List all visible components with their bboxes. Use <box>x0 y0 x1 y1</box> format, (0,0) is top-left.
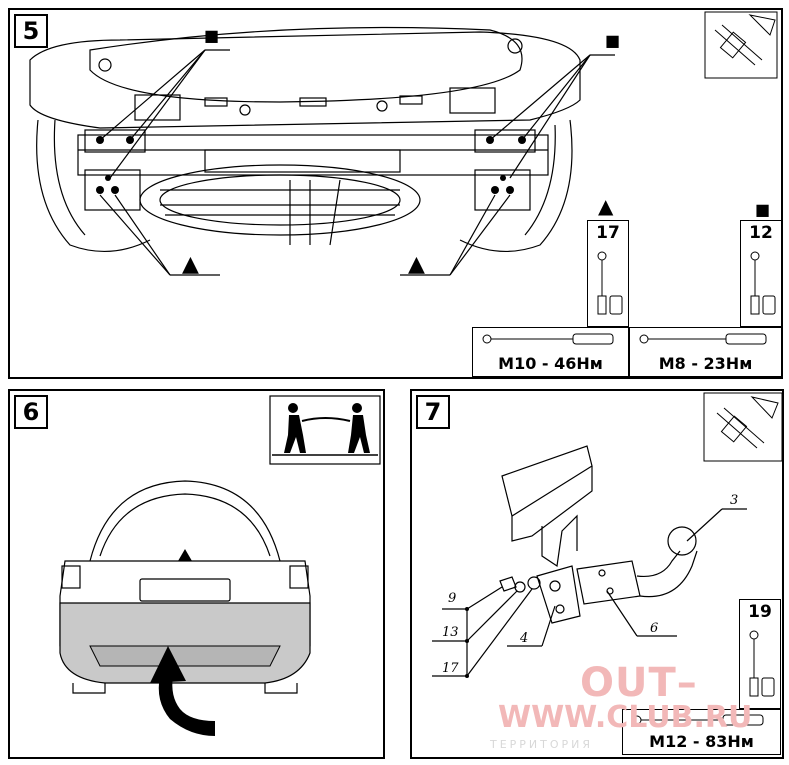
socket-wrench-icon <box>597 251 623 315</box>
triangle-marker-left: ▲ <box>182 252 199 277</box>
socket-tool-box-17: 17 <box>587 220 629 327</box>
square-marker-left: ■ <box>204 26 220 45</box>
square-marker-right: ■ <box>605 31 621 50</box>
torque-wrench-icon <box>639 333 767 345</box>
socket-size-label: 12 <box>749 223 773 243</box>
torque-box-m10: M10 - 46Нм <box>472 327 629 377</box>
rear-underbody-drawing <box>29 11 778 276</box>
watermark-line-1: OUT– <box>580 660 698 706</box>
two-people-lifting-icon <box>59 395 381 736</box>
step-number: 7 <box>416 395 450 429</box>
socket-size-label: 19 <box>748 602 772 622</box>
socket-tool-box-12: 12 <box>740 220 782 327</box>
socket-wrench-icon <box>750 251 776 315</box>
callout-washer-13: 13 <box>442 625 459 640</box>
watermark-line-2: WWW.CLUB.RU <box>498 700 753 735</box>
step-5-panel: 5 <box>8 8 783 379</box>
torque-box-m12: M12 - 83Нм <box>622 709 781 755</box>
towbar-assembly-drawing <box>432 392 783 678</box>
socket-wrench-icon <box>749 630 775 697</box>
torque-value: M10 - 46Нм <box>498 354 603 373</box>
tool-symbol-17: ▲ <box>598 194 614 218</box>
step-7-panel: 7 <box>410 389 784 759</box>
callout-washer-17: 17 <box>442 661 459 676</box>
tool-symbol-12: ■ <box>755 200 771 219</box>
torque-value: M12 - 83Нм <box>649 732 754 751</box>
step-number: 5 <box>14 14 48 48</box>
socket-size-label: 17 <box>596 223 620 243</box>
torque-wrench-icon <box>482 333 614 345</box>
socket-tool-box-19: 19 <box>739 599 781 709</box>
callout-ball-3: 3 <box>730 493 739 508</box>
watermark-line-3: ТЕРРИТОРИЯ <box>490 738 594 751</box>
callout-block-6: 6 <box>650 621 659 636</box>
torque-value: M8 - 23Нм <box>658 354 753 373</box>
torque-box-m8: M8 - 23Нм <box>629 327 782 377</box>
step-6-panel: 6 <box>8 389 385 759</box>
triangle-marker-right: ▲ <box>408 252 425 277</box>
callout-nut-9: 9 <box>448 591 457 606</box>
callout-plate-4: 4 <box>520 631 529 646</box>
step-number: 6 <box>14 395 48 429</box>
torque-wrench-icon <box>632 714 764 726</box>
